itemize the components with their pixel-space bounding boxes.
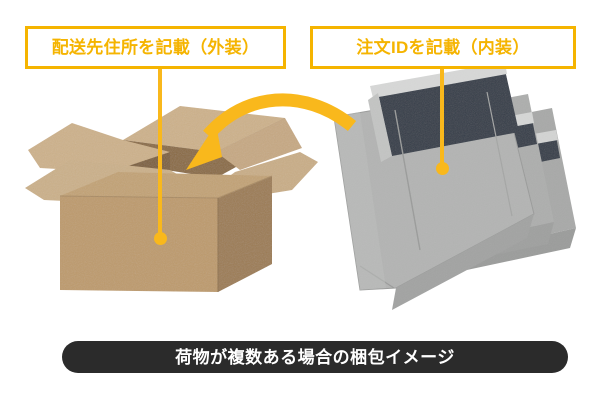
callout-shipping-address: 配送先住所を記載（外装）: [25, 26, 286, 69]
leader-dot-shipping-address: [154, 232, 167, 245]
box-flap-rear: [123, 106, 285, 152]
leader-line-order-id: [440, 68, 444, 170]
curved-arrow: [186, 93, 357, 170]
envelope-opening: [378, 70, 519, 156]
box-right-face: [218, 176, 272, 292]
leader-line-shipping-address: [158, 68, 162, 240]
cardboard-box: [25, 106, 318, 292]
box-flap-right-rear: [216, 118, 302, 170]
callout-order-id: 注文IDを記載（内装）: [310, 26, 576, 69]
caption-bar: 荷物が複数ある場合の梱包イメージ: [62, 341, 568, 373]
box-front-face: [60, 196, 218, 292]
callout-shipping-address-label: 配送先住所を記載（外装）: [51, 38, 260, 57]
callout-order-id-label: 注文IDを記載（内装）: [356, 38, 530, 57]
box-front-lip: [60, 172, 272, 198]
caption-label: 荷物が複数ある場合の梱包イメージ: [175, 347, 455, 367]
envelope-stack: [333, 62, 576, 310]
box-flap-upper-left: [28, 123, 170, 172]
leader-dot-order-id: [436, 162, 449, 175]
arrow-head: [186, 124, 222, 170]
envelope-1: [333, 62, 535, 310]
